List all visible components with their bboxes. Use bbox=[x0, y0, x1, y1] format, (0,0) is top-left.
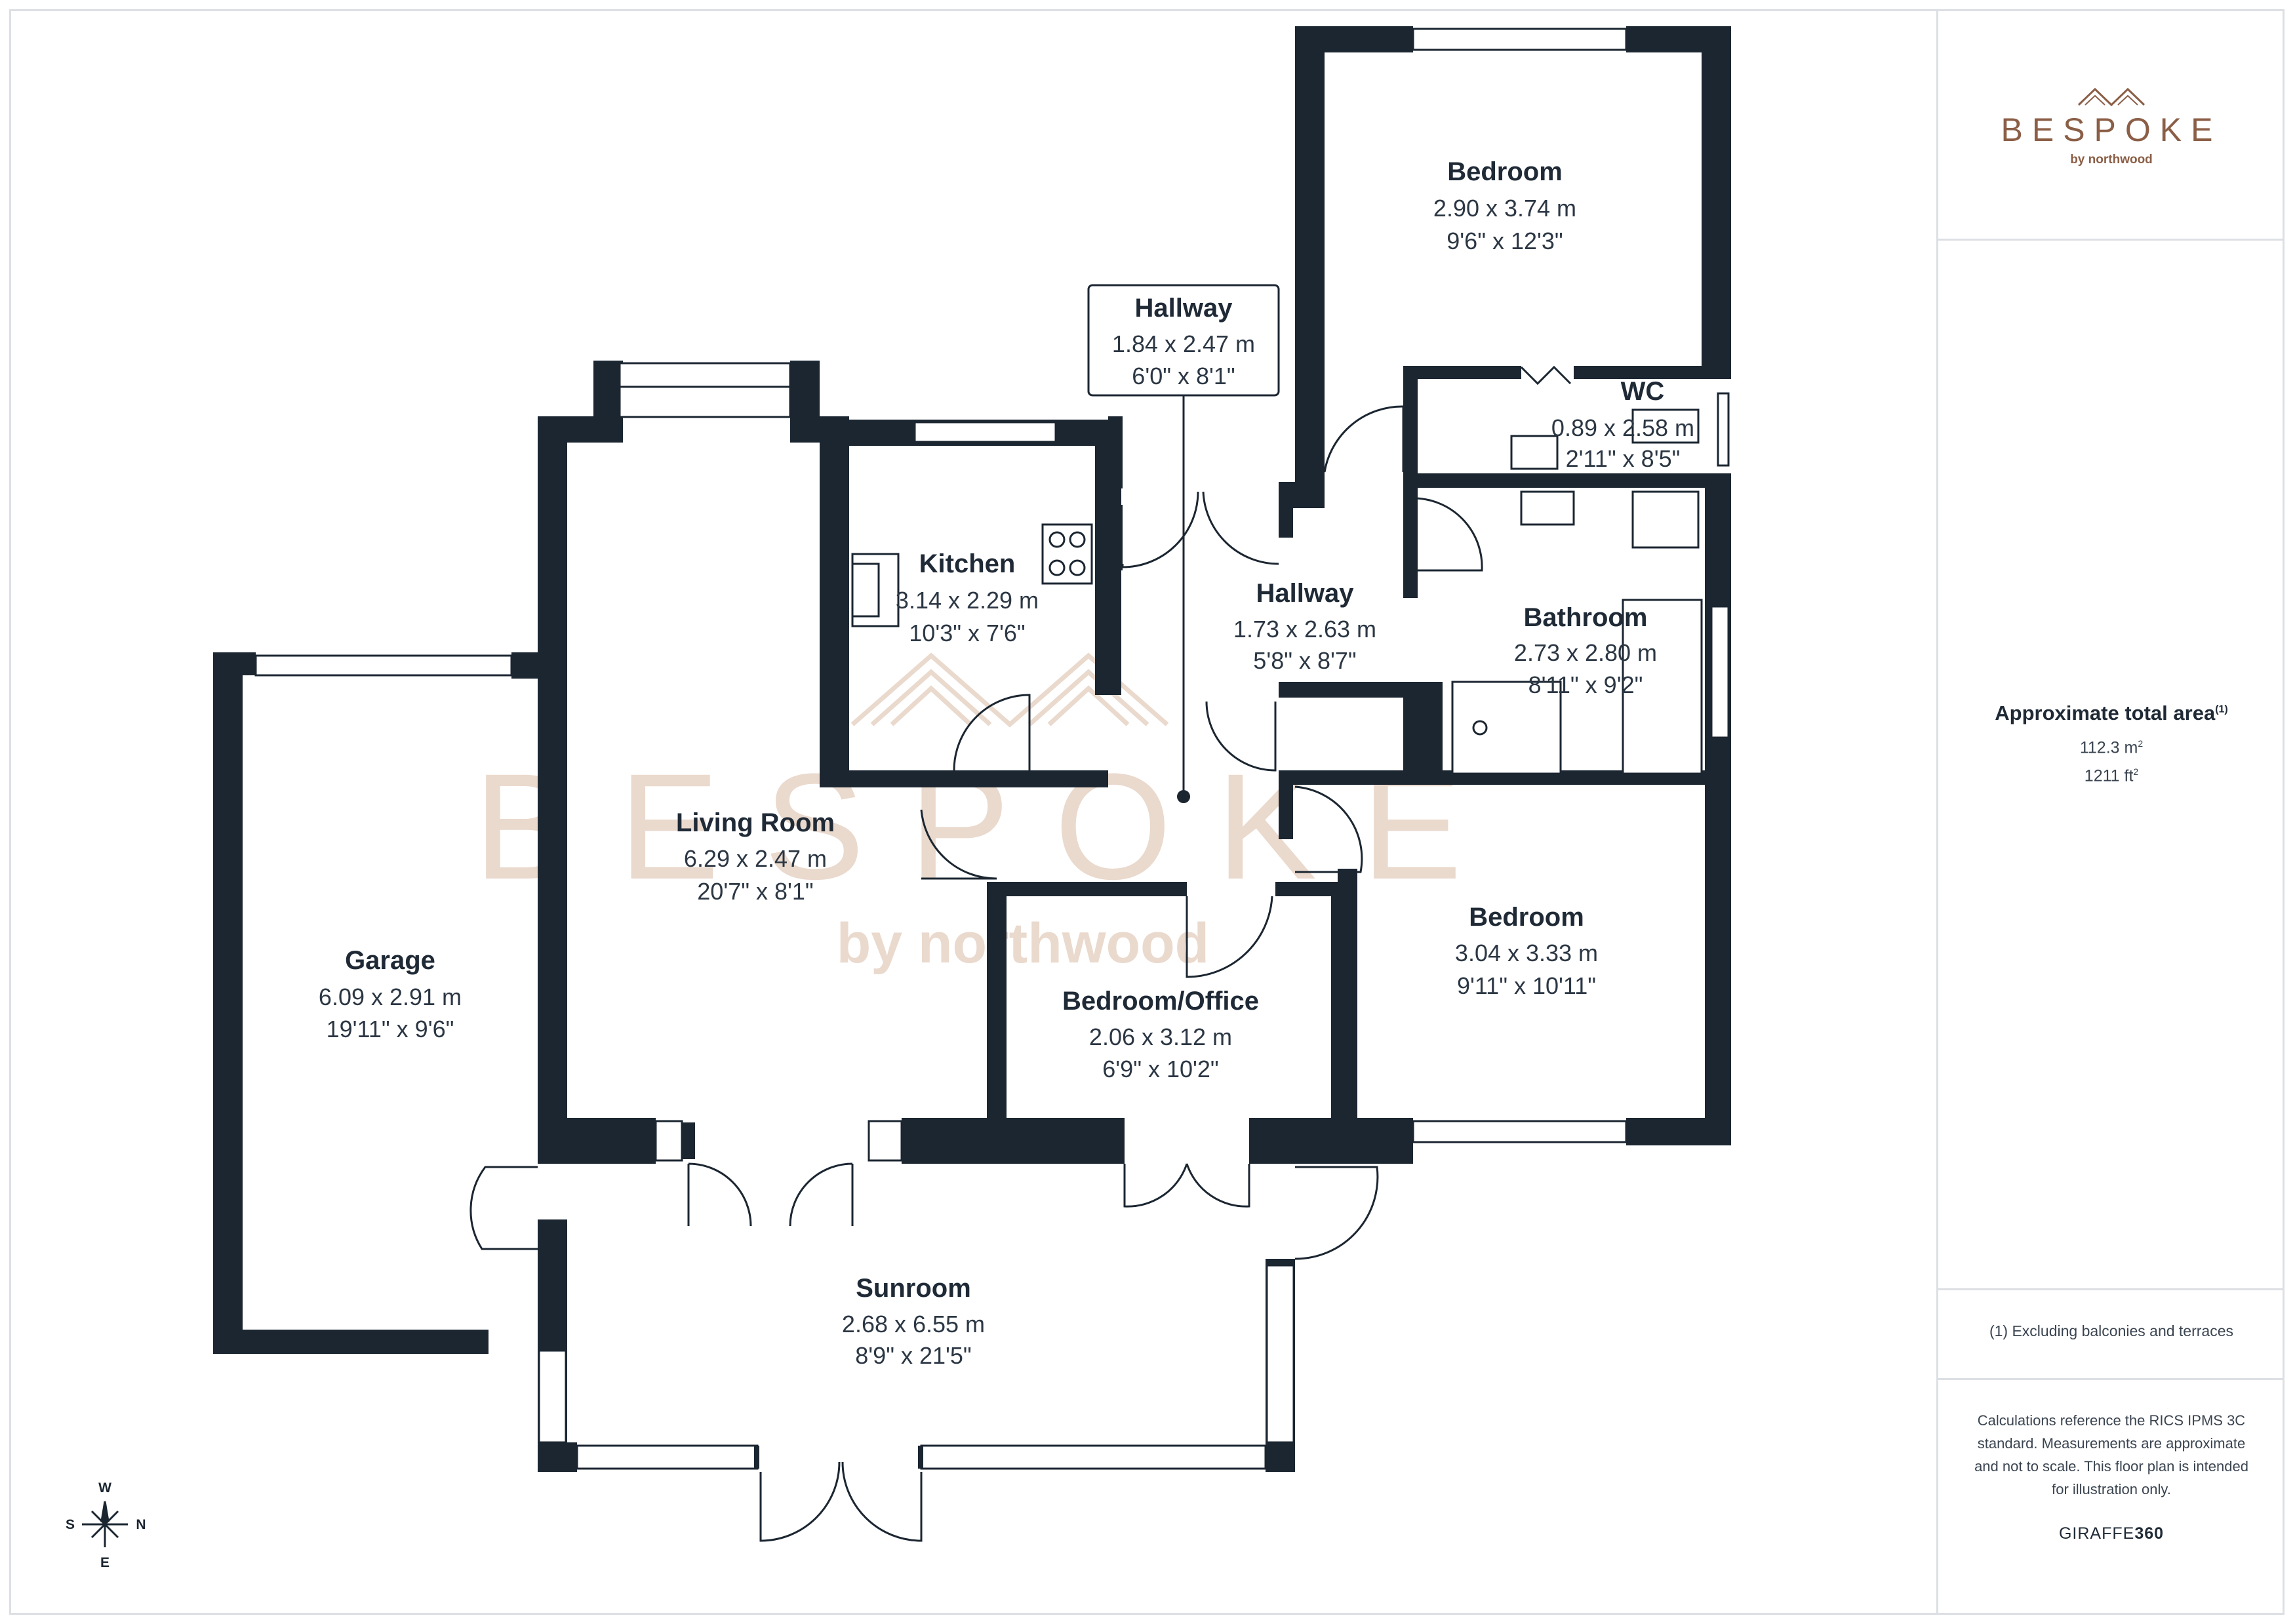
brand-name: BESPOKE bbox=[2001, 111, 2222, 148]
compass-right: N bbox=[136, 1517, 146, 1532]
room-name: WC bbox=[1621, 377, 1665, 406]
area-title-footnote-mark: (1) bbox=[2215, 703, 2228, 715]
room-hallway-top: Hallway 1.84 x 2.47 m 6'0" x 8'1" bbox=[1087, 284, 1280, 397]
room-imperial: 9'11" x 10'11" bbox=[1457, 972, 1596, 999]
room-wc: WC 0.89 x 2.58 m 2'11" x 8'5" bbox=[1551, 377, 1694, 472]
room-imperial: 20'7" x 8'1" bbox=[697, 878, 813, 905]
divider bbox=[1938, 1378, 2285, 1380]
area-metric-sup: 2 bbox=[2138, 738, 2144, 749]
compass-top: W bbox=[98, 1480, 111, 1495]
room-bedroom-right: Bedroom 3.04 x 3.33 m 9'11" x 10'11" bbox=[1455, 903, 1598, 999]
area-imperial-sup: 2 bbox=[2133, 766, 2139, 778]
room-bathroom: Bathroom 2.73 x 2.80 m 8'11" x 9'2" bbox=[1514, 603, 1657, 698]
walls bbox=[213, 26, 1731, 1472]
room-imperial: 6'9" x 10'2" bbox=[1102, 1056, 1218, 1082]
mountain-logo-icon bbox=[2077, 87, 2145, 107]
room-name: Bedroom bbox=[1447, 157, 1563, 186]
room-name: Bedroom bbox=[1469, 903, 1584, 932]
brand-logo: BESPOKE by northwood bbox=[1938, 81, 2285, 167]
credit-prefix: GIRAFFE bbox=[2058, 1524, 2135, 1543]
room-imperial: 10'3" x 7'6" bbox=[909, 620, 1025, 646]
info-panel: BESPOKE by northwood Approximate total a… bbox=[1936, 9, 2285, 1615]
room-imperial: 19'11" x 9'6" bbox=[327, 1016, 454, 1042]
room-imperial: 8'11" x 9'2" bbox=[1528, 671, 1643, 698]
room-metric: 1.73 x 2.63 m bbox=[1233, 616, 1376, 643]
room-metric: 3.14 x 2.29 m bbox=[896, 587, 1039, 614]
area-title-text: Approximate total area bbox=[1995, 702, 2216, 724]
area-metric: 112.3 m2 bbox=[1938, 738, 2285, 757]
room-living-room: Living Room 6.29 x 2.47 m 20'7" x 8'1" bbox=[676, 808, 835, 905]
compass-left: S bbox=[66, 1517, 75, 1532]
disclaimer-text: Calculations reference the RICS IPMS 3C … bbox=[1974, 1412, 2248, 1497]
page-frame bbox=[9, 9, 2285, 1615]
room-metric: 2.73 x 2.80 m bbox=[1514, 639, 1657, 666]
room-name: Sunroom bbox=[856, 1274, 971, 1303]
room-name: Garage bbox=[345, 946, 435, 975]
room-imperial: 8'9" x 21'5" bbox=[855, 1342, 971, 1369]
room-name: Hallway bbox=[1135, 294, 1233, 323]
credit: GIRAFFE360 bbox=[1938, 1524, 2285, 1543]
room-kitchen: Kitchen 3.14 x 2.29 m 10'3" x 7'6" bbox=[896, 549, 1039, 646]
room-metric: 6.29 x 2.47 m bbox=[684, 845, 827, 872]
room-metric: 3.04 x 3.33 m bbox=[1455, 940, 1598, 966]
room-hallway-mid: Hallway 1.73 x 2.63 m 5'8" x 8'7" bbox=[1233, 579, 1376, 674]
room-name: Kitchen bbox=[919, 549, 1016, 578]
brand-tagline: by northwood bbox=[2070, 153, 2153, 167]
footnote: (1) Excluding balconies and terraces bbox=[1938, 1322, 2285, 1340]
divider bbox=[1938, 239, 2285, 241]
disclaimer-section: Calculations reference the RICS IPMS 3C … bbox=[1938, 1409, 2285, 1543]
area-imperial: 1211 ft2 bbox=[1938, 766, 2285, 785]
room-metric: 6.09 x 2.91 m bbox=[319, 983, 462, 1010]
area-metric-value: 112.3 m bbox=[2079, 738, 2138, 757]
room-bedroom-top: Bedroom 2.90 x 3.74 m 9'6" x 12'3" bbox=[1433, 157, 1576, 254]
doors bbox=[469, 365, 1572, 1542]
room-garage: Garage 6.09 x 2.91 m 19'11" x 9'6" bbox=[319, 946, 462, 1042]
room-metric: 0.89 x 2.58 m bbox=[1551, 414, 1694, 441]
area-summary: Approximate total area(1) 112.3 m2 1211 … bbox=[1938, 702, 2285, 786]
compass-icon bbox=[82, 1501, 128, 1547]
room-name: Bedroom/Office bbox=[1062, 987, 1259, 1016]
room-metric: 2.68 x 6.55 m bbox=[842, 1311, 985, 1337]
compass-bottom: E bbox=[100, 1555, 110, 1570]
area-imperial-value: 1211 ft bbox=[2084, 766, 2134, 785]
room-imperial: 5'8" x 8'7" bbox=[1253, 647, 1356, 674]
room-metric: 2.06 x 3.12 m bbox=[1089, 1023, 1232, 1050]
room-metric: 1.84 x 2.47 m bbox=[1112, 330, 1255, 357]
hallway-callout-box bbox=[1087, 284, 1280, 397]
room-imperial: 2'11" x 8'5" bbox=[1566, 445, 1681, 472]
room-imperial: 6'0" x 8'1" bbox=[1132, 363, 1235, 389]
divider bbox=[1938, 1288, 2285, 1290]
room-name: Hallway bbox=[1256, 579, 1355, 608]
room-imperial: 9'6" x 12'3" bbox=[1447, 228, 1563, 254]
room-name: Bathroom bbox=[1524, 603, 1648, 632]
footnote-text: (1) Excluding balconies and terraces bbox=[1989, 1322, 2234, 1339]
room-sunroom: Sunroom 2.68 x 6.55 m 8'9" x 21'5" bbox=[842, 1274, 985, 1369]
fixtures bbox=[1451, 408, 1703, 775]
room-bedroom-office: Bedroom/Office 2.06 x 3.12 m 6'9" x 10'2… bbox=[1062, 987, 1259, 1082]
room-metric: 2.90 x 3.74 m bbox=[1433, 195, 1576, 222]
room-name: Living Room bbox=[676, 808, 835, 837]
area-title: Approximate total area(1) bbox=[1938, 702, 2285, 725]
watermark-sub: by northwood bbox=[837, 912, 1209, 975]
credit-suffix: 360 bbox=[2134, 1524, 2165, 1543]
